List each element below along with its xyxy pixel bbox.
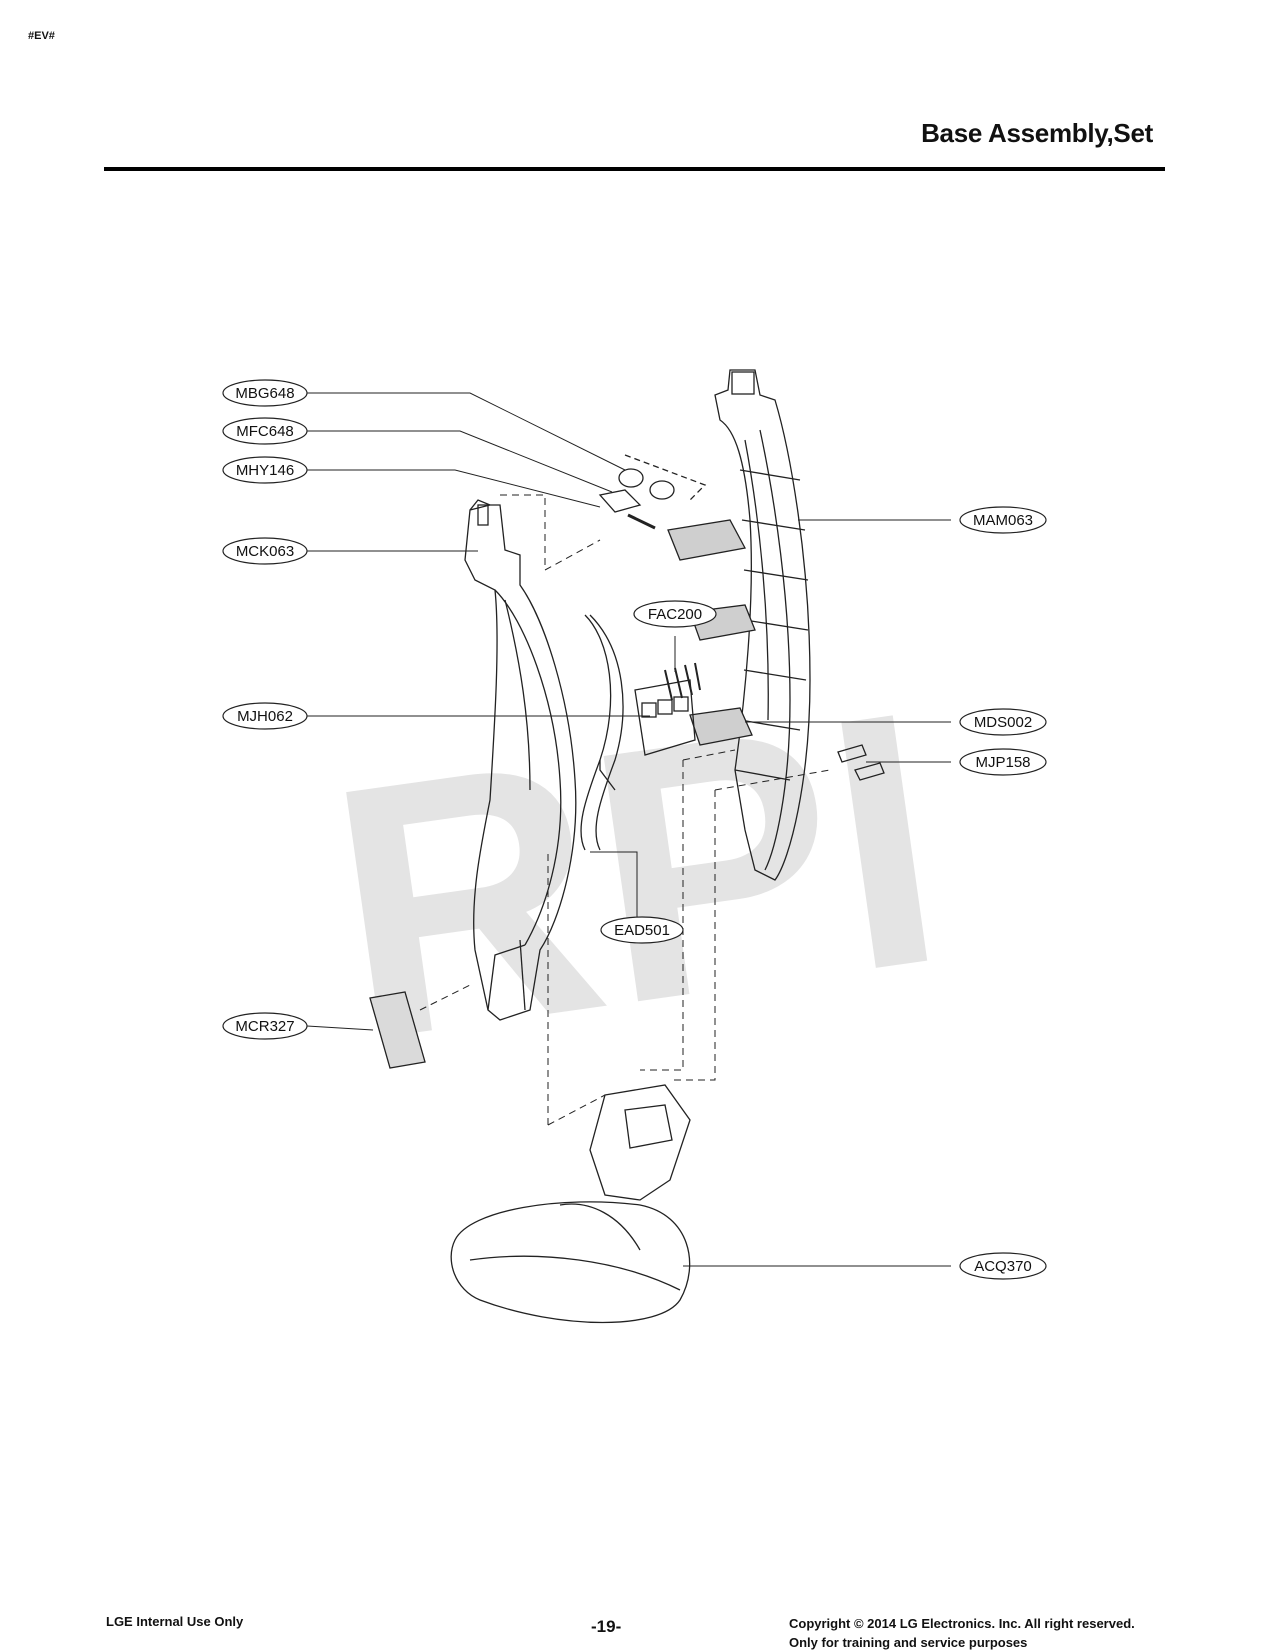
clips	[837, 744, 885, 781]
leader-lines	[306, 392, 951, 1267]
callout-mjh062: MJH062	[222, 702, 308, 730]
callout-ead501: EAD501	[600, 916, 684, 944]
callout-mds002: MDS002	[959, 708, 1047, 736]
page-title: Base Assembly,Set	[921, 118, 1153, 148]
assembly-guides	[419, 494, 831, 1126]
copyright-line: Copyright © 2014 LG Electronics. Inc. Al…	[789, 1616, 1135, 1631]
document-marker: #EV#	[28, 30, 55, 42]
callout-label: MAM063	[973, 512, 1033, 529]
callout-mam063: MAM063	[959, 506, 1047, 534]
callout-label: MCK063	[236, 543, 294, 560]
callout-mjp158: MJP158	[959, 748, 1047, 776]
left-housing-part	[464, 499, 577, 1021]
cover-plate	[369, 991, 426, 1069]
purpose-line: Only for training and service purposes	[789, 1635, 1028, 1650]
callout-mhy146: MHY146	[222, 456, 308, 484]
callout-label: MHY146	[236, 462, 294, 479]
nozzle-part	[450, 1084, 691, 1324]
title-rule	[104, 167, 1165, 171]
footer-copyright: Copyright © 2014 LG Electronics. Inc. Al…	[789, 1614, 1135, 1652]
callout-label: EAD501	[614, 922, 670, 939]
callout-acq370: ACQ370	[959, 1252, 1047, 1280]
callout-label: FAC200	[648, 606, 702, 623]
callout-mbg648: MBG648	[222, 379, 308, 407]
callout-label: MCR327	[235, 1018, 294, 1035]
callout-label: MDS002	[974, 714, 1032, 731]
page-number: -19-	[591, 1617, 622, 1636]
callout-mcr327: MCR327	[222, 1012, 308, 1040]
callout-label: ACQ370	[974, 1258, 1032, 1275]
callout-mck063: MCK063	[222, 537, 308, 565]
callout-label: MJP158	[975, 754, 1030, 771]
right-housing-part	[714, 369, 811, 881]
callout-label: MJH062	[237, 708, 293, 725]
footer-internal-notice: LGE Internal Use Only	[106, 1614, 244, 1629]
wire-harness	[580, 614, 624, 851]
connector-block	[634, 662, 701, 756]
callout-fac200: FAC200	[633, 600, 717, 628]
callout-label: MFC648	[236, 423, 294, 440]
small-fittings	[598, 454, 707, 530]
callout-mfc648: MFC648	[222, 417, 308, 445]
callout-label: MBG648	[235, 385, 294, 402]
